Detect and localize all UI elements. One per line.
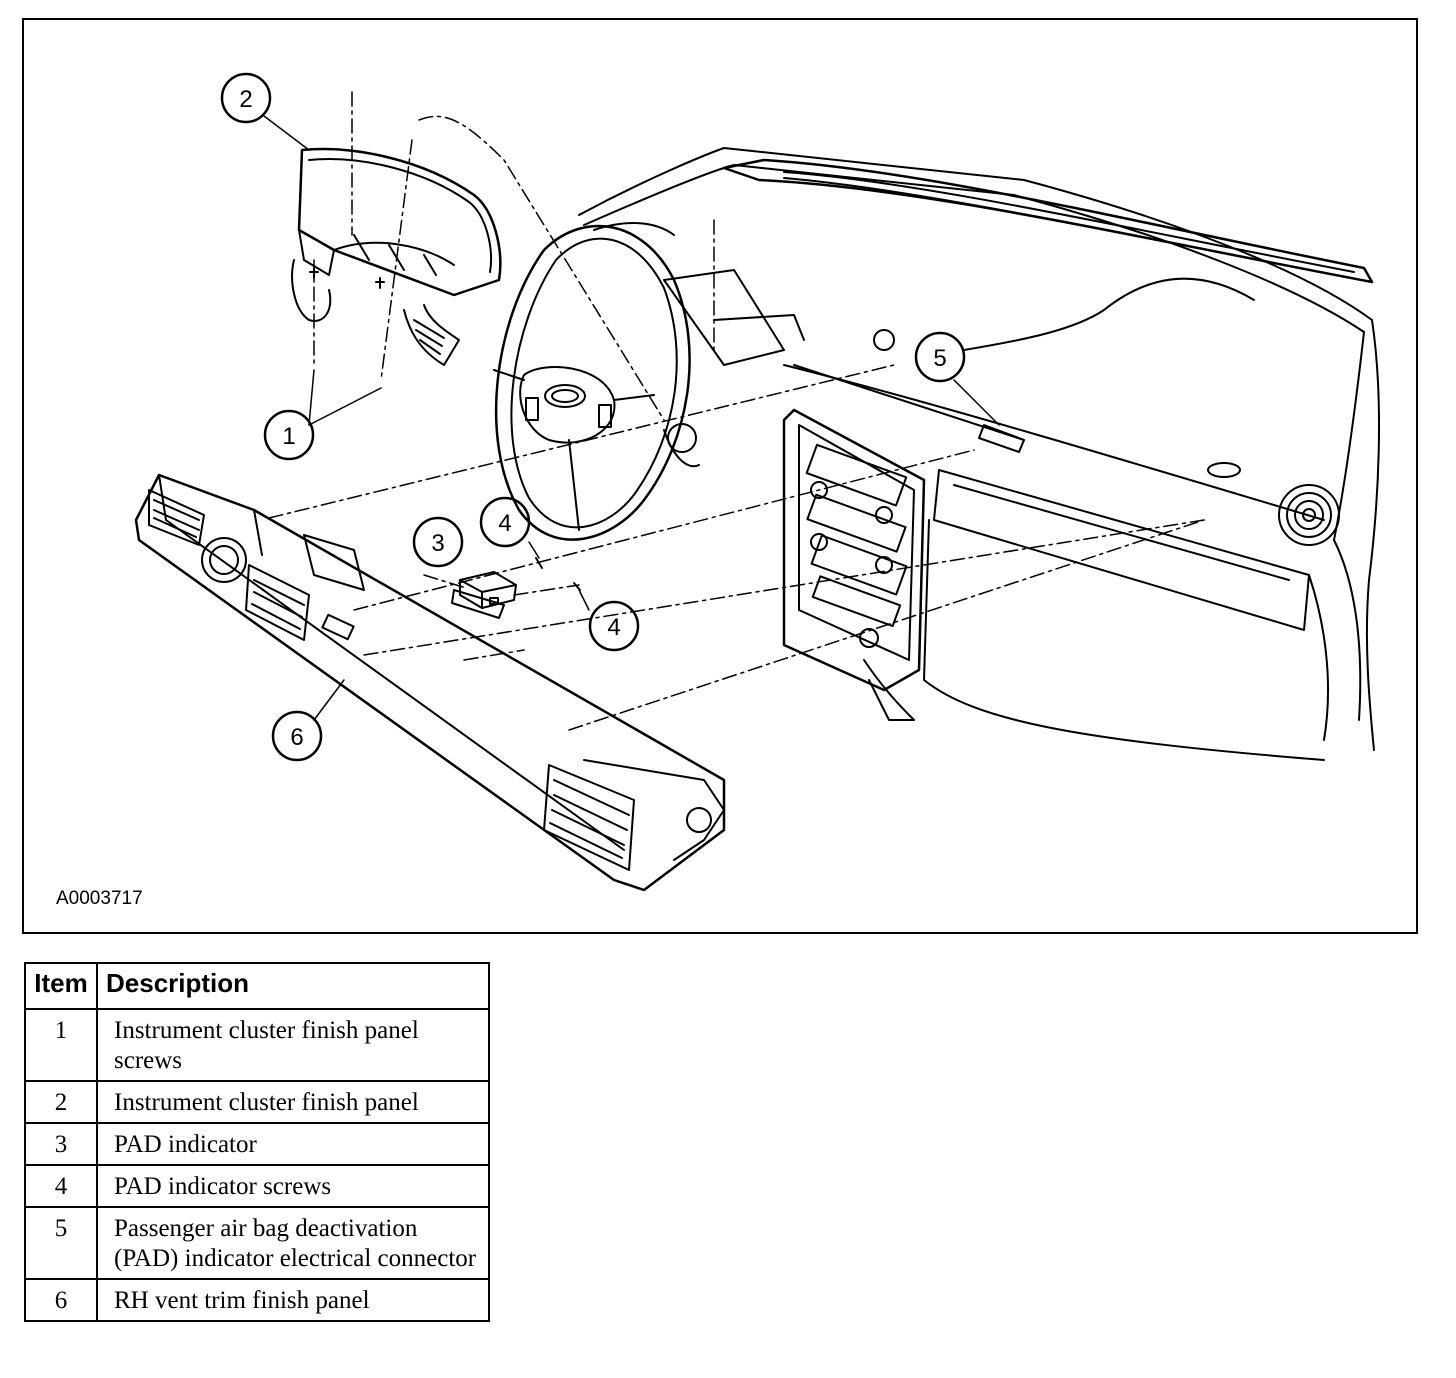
svg-text:5: 5 [933,345,946,372]
svg-text:1: 1 [282,423,295,450]
svg-text:4: 4 [607,614,620,641]
svg-text:4: 4 [498,510,511,537]
callout-2: 2 [220,72,272,124]
description-column-header: Description [96,962,490,1010]
item-description: Instrument cluster finish panel screws [96,1008,490,1082]
legend-row: 5 Passenger air bag deactivation (PAD) i… [24,1206,490,1280]
callout-4-upper: 4 [479,496,531,548]
legend-header-row: Item Description [24,962,490,1010]
svg-text:3: 3 [431,530,444,557]
legend-row: 2 Instrument cluster finish panel [24,1080,490,1124]
svg-text:6: 6 [290,724,303,751]
leader-lines [268,91,1205,731]
exploded-view-figure: 2 1 3 4 4 5 6 A0003717 [22,18,1418,934]
figure-id: A0003717 [56,888,143,909]
item-column-header: Item [24,962,98,1010]
screws-drawing [309,267,581,591]
callout-6: 6 [271,710,323,762]
callout-5: 5 [914,331,966,383]
item-description: PAD indicator [96,1122,490,1166]
callout-1: 1 [263,409,315,461]
instrument-panel-drawing [578,147,1381,761]
item-number: 6 [24,1278,98,1322]
legend-row: 6 RH vent trim finish panel [24,1278,490,1322]
callout-3: 3 [412,516,464,568]
svg-text:2: 2 [239,86,252,113]
cluster-finish-panel-drawing [291,147,502,366]
item-description: RH vent trim finish panel [96,1278,490,1322]
item-number: 5 [24,1206,98,1280]
legend-row: 1 Instrument cluster finish panel screws [24,1008,490,1082]
item-description: Instrument cluster finish panel [96,1080,490,1124]
item-number: 2 [24,1080,98,1124]
dashboard-line-art: 2 1 3 4 4 5 6 A0003717 [56,72,1381,909]
item-number: 4 [24,1164,98,1208]
item-description: PAD indicator screws [96,1164,490,1208]
legend-row: 4 PAD indicator screws [24,1164,490,1208]
pad-indicator-drawing [459,571,517,609]
item-description: Passenger air bag deactivation (PAD) ind… [96,1206,490,1280]
item-number: 3 [24,1122,98,1166]
steering-wheel-drawing [493,224,691,541]
vent-trim-panel-drawing [134,473,726,892]
legend-table: Item Description 1 Instrument cluster fi… [24,962,490,1322]
legend-row: 3 PAD indicator [24,1122,490,1166]
item-number: 1 [24,1008,98,1082]
callout-4-lower: 4 [588,600,640,652]
callout-leaders [263,115,1000,721]
